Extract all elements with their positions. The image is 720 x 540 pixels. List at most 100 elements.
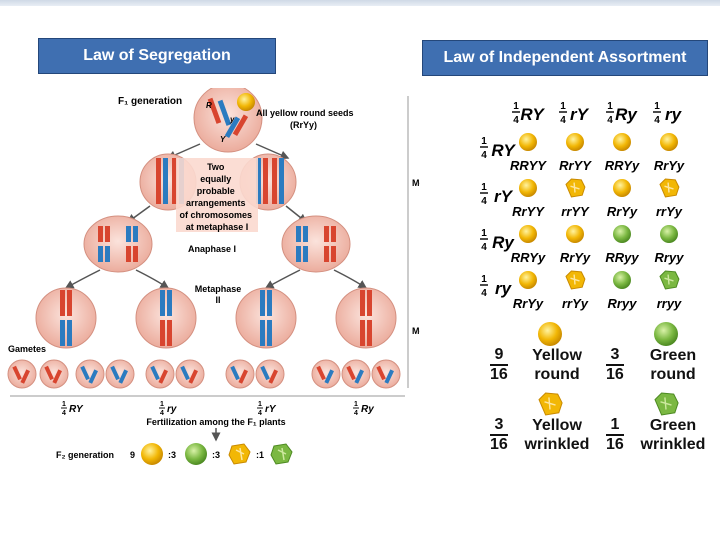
phenotype-color: Green — [649, 417, 697, 434]
green-wrinkled-seed-icon — [659, 270, 680, 290]
svg-text:Two equally probab: Two equally probable arrangements of chr… — [179, 162, 254, 232]
meiosis-one-label: Meiosis I — [412, 178, 420, 188]
gamete-cell — [255, 359, 285, 389]
punnett-cell-genotype: Rryy — [608, 296, 638, 311]
yellow-wrinkled-seed-icon — [659, 178, 680, 198]
top-accent-line — [0, 0, 720, 6]
phenotype-color: Yellow — [532, 347, 582, 364]
gamete-cell — [7, 359, 37, 389]
gamete-label-denominator: 4 — [354, 410, 358, 417]
gamete-label-denominator: 4 — [160, 410, 164, 417]
row-genotype: ry — [495, 279, 513, 298]
punnett-cell-genotype: Rryy — [655, 250, 685, 265]
anaphase-one-label: Anaphase I — [188, 244, 236, 254]
phenotype-denominator: 16 — [490, 436, 508, 453]
phenotype-shape: round — [534, 366, 580, 383]
f2-generation-label: F₂ generation — [56, 450, 114, 460]
punnett-cell-genotype: rrYY — [561, 204, 590, 219]
allele-label-Y: Y — [220, 135, 226, 144]
phenotype-numerator: 3 — [490, 416, 508, 436]
punnett-cell-genotype: RRYy — [605, 158, 640, 173]
gamete-cell — [105, 359, 135, 389]
gamete-label-numerator: 1 — [62, 401, 66, 408]
phenotype-denominator: 16 — [606, 366, 624, 383]
row-fraction-numerator: 1 — [481, 182, 487, 193]
row-fraction-numerator: 1 — [481, 136, 487, 147]
yellow-wrinkled-seed-icon — [565, 178, 586, 198]
yellow-round-seed-icon — [519, 133, 537, 151]
note-line-6: at metaphase I — [186, 222, 249, 232]
phenotype-numerator: 9 — [490, 346, 508, 366]
gamete-label-numerator: 1 — [354, 401, 358, 408]
col-fraction-numerator: 1 — [607, 101, 613, 112]
segregation-header-text: Law of Segregation — [83, 47, 231, 64]
allele-label-R: R — [206, 101, 212, 110]
gamete-label-denominator: 4 — [62, 410, 66, 417]
gamete-cell — [225, 359, 255, 389]
independent-header-text: Law of Independent Assortment — [443, 49, 687, 66]
note-line-2: equally — [200, 174, 231, 184]
gamete-cell — [175, 359, 205, 389]
yellow-wrinkled-seed-icon — [538, 392, 563, 416]
f1-chromosomes — [207, 97, 249, 139]
yellow-round-seed-icon — [566, 133, 584, 151]
punnett-cell-genotype: RrYY — [559, 158, 592, 173]
metaphase-two-label-line1: Metaphase — [195, 284, 242, 294]
green-round-seed-icon — [613, 271, 631, 289]
col-fraction-numerator: 1 — [513, 101, 519, 112]
green-wrinkled-seed-icon — [654, 392, 679, 416]
punnett-cell-genotype: rrYy — [656, 204, 683, 219]
law-of-independent-assortment-header: Law of Independent Assortment — [422, 40, 708, 76]
ratio-3b: :3 — [212, 450, 220, 460]
col-fraction-numerator: 1 — [560, 101, 566, 112]
yellow-wrinkled-seed-icon — [565, 270, 586, 290]
punnett-cell-genotype: RrYy — [560, 250, 591, 265]
gamete-cells — [7, 359, 405, 397]
row-fraction-numerator: 1 — [481, 228, 487, 239]
punnett-cell-genotype: RrYy — [607, 204, 638, 219]
metaphase-two-label-line2: II — [215, 295, 220, 305]
gamete-cell — [311, 359, 341, 389]
phenotype-numerator: 1 — [606, 416, 624, 436]
col-fraction-denominator: 4 — [654, 115, 660, 126]
note-line-5: of chromosomes — [179, 210, 252, 220]
yellow-round-seed-icon — [660, 133, 678, 151]
gamete-label-numerator: 1 — [258, 401, 262, 408]
gamete-cell — [75, 359, 105, 389]
gamete-label-genotype: rY — [265, 404, 277, 415]
gametes-label: Gametes — [8, 344, 46, 354]
row-fraction-denominator: 4 — [481, 242, 487, 253]
gamete-label-numerator: 1 — [160, 401, 164, 408]
metaphase-two-cells — [35, 287, 397, 349]
metaphase-one-chromosomes-right — [256, 158, 284, 204]
col-fraction-denominator: 4 — [513, 115, 519, 126]
gamete-label-denominator: 4 — [258, 410, 262, 417]
gamete-cell — [341, 359, 371, 389]
col-fraction-numerator: 1 — [654, 101, 660, 112]
phenotype-denominator: 16 — [490, 366, 508, 383]
gamete-label-genotype: ry — [167, 404, 177, 415]
allele-label-y: y — [229, 115, 235, 124]
law-of-segregation-header: Law of Segregation — [38, 38, 276, 74]
anaphase-one-cell-left — [83, 215, 153, 273]
arrangements-note: Two equally probable arrangements of chr… — [176, 158, 258, 232]
phenotype-shape: round — [650, 366, 696, 383]
gamete-label-genotype: Ry — [361, 404, 374, 415]
row-fraction-denominator: 4 — [481, 196, 487, 207]
gamete-label-genotype: RY — [69, 404, 84, 415]
